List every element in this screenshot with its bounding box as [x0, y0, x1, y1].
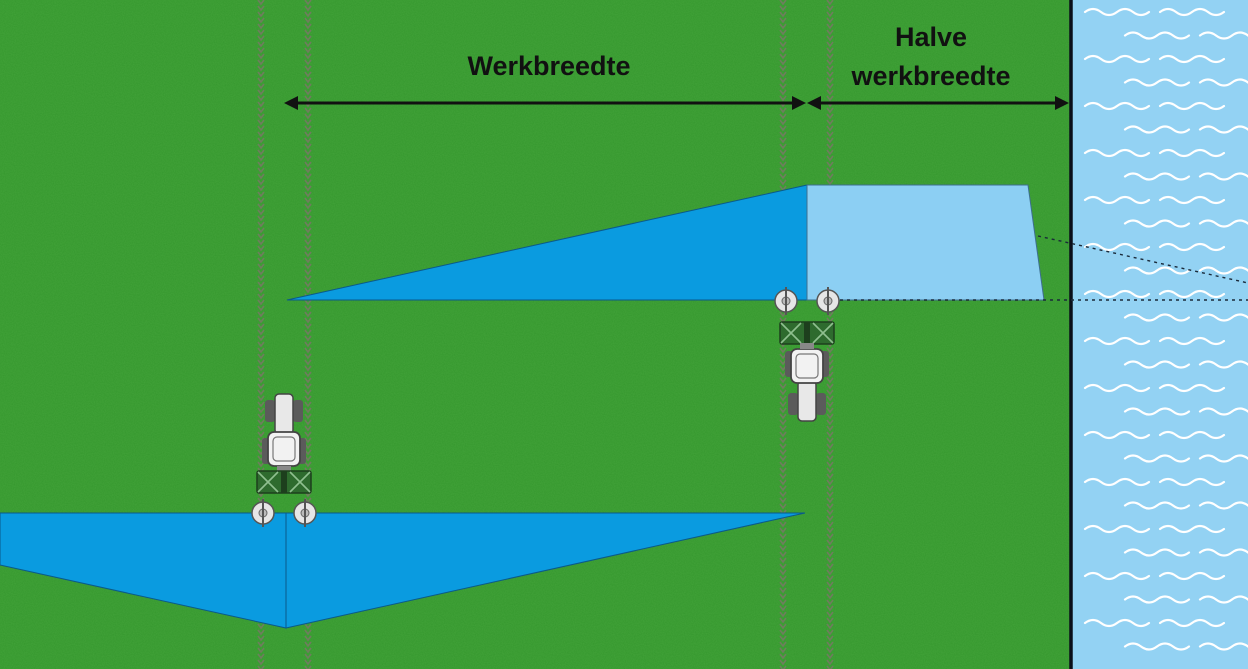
half-working-width-label-line1: Halve — [895, 22, 967, 52]
spreader-icon — [256, 470, 312, 494]
working-width-label: Werkbreedte — [467, 51, 630, 81]
waterway — [1072, 0, 1248, 669]
boundary-dotted-line-2 — [1037, 235, 1248, 284]
half-working-width-label-line2: werkbreedte — [850, 61, 1010, 91]
border-spread-pattern — [806, 184, 1045, 301]
working-width-arrow — [284, 96, 806, 110]
spreader-icon — [779, 321, 835, 345]
half-working-width-arrow — [807, 96, 1069, 110]
spread-pattern-lower-right — [285, 512, 806, 629]
